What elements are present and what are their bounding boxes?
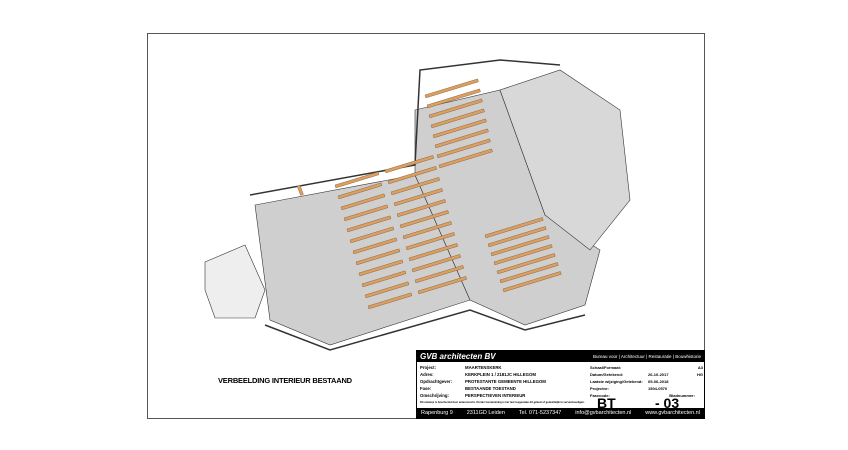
pew [487, 226, 547, 248]
field-value: 26-10-2017 [648, 372, 669, 377]
pew [496, 253, 556, 275]
field-value: 05-06-2018 [648, 379, 669, 384]
copyright-notice: Dit ontwerp is beschermd door auteursrec… [420, 401, 585, 404]
sheet-number: - 03 [655, 395, 680, 411]
footer-address: Rapenburg 9 [421, 410, 453, 416]
field-client: Opdrachtgever: PROTESTANTE GEMEENTE HILLE… [420, 378, 600, 385]
pew [340, 193, 386, 211]
field-date: Datum/Getekend: 26-10-2017 HG [590, 371, 703, 378]
pew [502, 271, 562, 293]
field-label: Fasecode: [590, 393, 610, 398]
field-project-number: Projectnr: 1504-0570 [590, 385, 703, 392]
firm-name: GVB architecten BV [420, 352, 496, 361]
field-last-change: Laatste wijziging/Getekend: 05-06-2018 [590, 378, 703, 385]
title-block-header: GVB architecten BV Bureau voor | Archite… [417, 351, 704, 362]
field-value: 1504-0570 [648, 386, 668, 391]
field-label: Adres: [420, 372, 434, 377]
pew [337, 182, 383, 200]
field-label: Schaal/Formaat: [590, 365, 622, 370]
pew [438, 148, 493, 169]
field-value: Bladnummer: [669, 393, 695, 398]
field-label: Laatste wijziging/Getekend: [590, 379, 643, 384]
pew [399, 210, 449, 229]
field-extra: A3 [697, 365, 703, 370]
pew [393, 188, 443, 207]
pew [349, 226, 395, 244]
field-phase: Fase: BESTAANDE TOESTAND [420, 385, 600, 392]
field-value: BESTAANDE TOESTAND [465, 386, 516, 391]
pew [405, 232, 455, 251]
pew [364, 281, 410, 299]
title-block: GVB architecten BV Bureau voor | Archite… [416, 350, 705, 419]
field-value: PROTESTANTE GEMEENTE HILLEGOM [465, 379, 546, 384]
field-value: KERKPLEIN 1 / 2181JC HILLEGOM [465, 372, 536, 377]
pew [493, 244, 553, 266]
pew [352, 237, 398, 255]
field-value: PERSPECTIEVEN INTERIEUR [465, 393, 526, 398]
pew [296, 184, 304, 196]
field-scale: Schaal/Formaat: A3 [590, 364, 703, 371]
field-phase-code: Fasecode: Bladnummer: [590, 392, 703, 399]
pew [430, 108, 485, 129]
field-address: Adres: KERKPLEIN 1 / 2181JC HILLEGOM [420, 371, 600, 378]
pew [384, 155, 434, 174]
pew [358, 259, 404, 277]
nave-wall-south [264, 309, 586, 351]
pew [424, 78, 479, 99]
field-label: Projectnr: [590, 386, 609, 391]
pew [426, 88, 481, 109]
field-value: MAARTENSKERK [465, 365, 502, 370]
pew [484, 217, 544, 239]
pew [361, 270, 407, 288]
pews [296, 78, 562, 310]
field-label: Opdrachtgever: [420, 379, 452, 384]
field-label: Fase: [420, 386, 432, 391]
pew [355, 248, 401, 266]
pew [414, 265, 464, 284]
pew [436, 138, 491, 159]
field-label: Omschrijving: [420, 393, 449, 398]
pew [490, 235, 550, 257]
pew [343, 204, 389, 222]
field-label: Datum/Getekend: [590, 372, 624, 377]
field-label: Project: [420, 365, 436, 370]
field-project: Project: MAARTENSKERK [420, 364, 600, 371]
pew [390, 177, 440, 196]
footer-website[interactable]: www.gvbarchitecten.nl [645, 410, 700, 416]
field-description: Omschrijving: PERSPECTIEVEN INTERIEUR [420, 392, 600, 399]
pew [408, 243, 458, 262]
footer-email[interactable]: info@gvbarchitecten.nl [575, 410, 632, 416]
title-block-footer: Rapenburg 9 2311GD Leiden Tel. 071-52373… [417, 408, 704, 418]
pew [417, 276, 467, 295]
pew [396, 199, 446, 218]
choir-floor [499, 69, 631, 251]
footer-phone: Tel. 071-5237347 [518, 410, 562, 416]
footer-postcode: 2311GD Leiden [466, 410, 505, 416]
pew [411, 254, 461, 273]
drawing-caption: VERBEELDING INTERIEUR BESTAAND [218, 376, 352, 385]
firm-tagline: Bureau voor | Architectuur | Restauratie… [592, 354, 701, 359]
pew [346, 215, 392, 233]
pew [334, 171, 380, 189]
tower-block [204, 244, 266, 319]
pew [499, 262, 559, 284]
pew [434, 128, 489, 149]
phase-code: BT [597, 395, 616, 411]
pew [367, 292, 413, 310]
nave-wall-north [249, 59, 561, 196]
pew [428, 98, 483, 119]
field-extra: HG [697, 372, 703, 377]
pew [432, 118, 487, 139]
pew [387, 166, 437, 185]
pew [402, 221, 452, 240]
